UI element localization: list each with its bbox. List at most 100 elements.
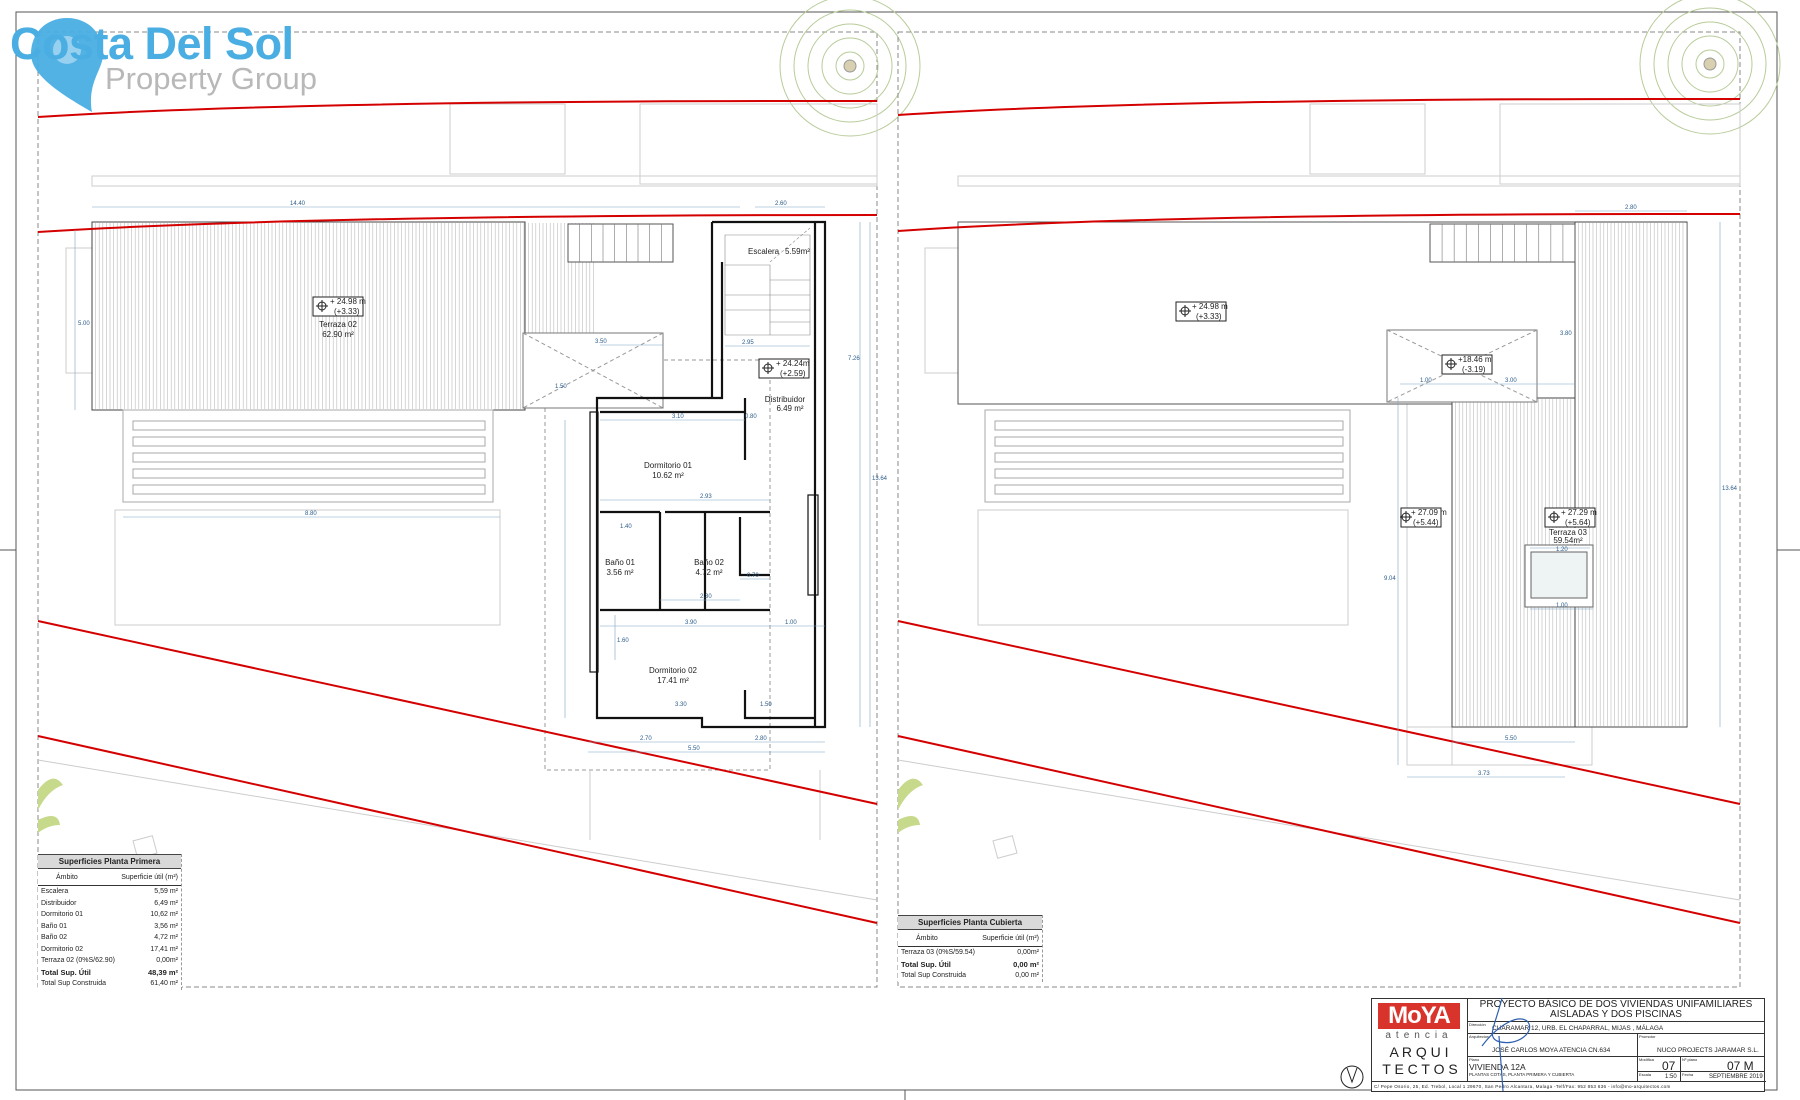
dimension-labels: 14.40 2.60 3.50 1.50 2.95 3.10 0.80 2.30… [78, 201, 888, 752]
table-row: Terraza 03 (0%S/59.54) 0,00m² [898, 947, 1042, 959]
dimension-label: 2.70 [640, 736, 652, 742]
svg-text:5.59m²: 5.59m² [785, 247, 810, 256]
row-name: Baño 02 [41, 934, 68, 941]
tree-icon [1639, 0, 1781, 135]
dimension-label: 1.60 [617, 638, 629, 644]
stair-outside [567, 223, 674, 263]
row-value: 3,56 m² [154, 922, 178, 930]
stair-internal [724, 227, 811, 336]
dimension-label: 3.10 [672, 414, 684, 420]
logo-line-2: Property Group [105, 61, 317, 96]
modification: 07 [1662, 1059, 1676, 1073]
dimension-label: 5.00 [78, 321, 90, 327]
room-label: Baño 024.72 m² [694, 558, 724, 577]
address: CUARAMAR 12, URB. EL CHAPARRAL, MIJAS , … [1492, 1025, 1664, 1032]
dimension-label: 1.00 [1420, 378, 1432, 384]
dimension-label: 3.30 [675, 702, 687, 708]
deck-hatch [1455, 223, 1687, 726]
skylight [1524, 544, 1594, 608]
row-name: Dormitorio 01 [41, 911, 84, 918]
sheet-border [15, 11, 1778, 1091]
dimension-lines [1397, 210, 1721, 778]
row-name: Terraza 03 (0%S/59.54) [901, 949, 975, 956]
level-rel: (+3.33) [1196, 312, 1222, 321]
row-name: Dormitorio 02 [41, 945, 84, 953]
svg-text:Dormitorio 01: Dormitorio 01 [644, 461, 693, 470]
level-abs: + 24.98 m [1192, 302, 1228, 311]
svg-text:Baño 01: Baño 01 [605, 558, 635, 567]
plan-cubierta: + 24.98 m (+3.33) +18.46 m (-3.19) + 27.… [897, 0, 1781, 988]
row-name: Distribuidor [41, 899, 77, 907]
terraza-03-area [1574, 221, 1688, 728]
dimension-label: 0.70 [747, 573, 759, 579]
row-value: 10,62 m² [150, 911, 178, 918]
level-abs: + 24.98 m [330, 297, 366, 306]
level-marker: +18.46 m (-3.19) [1441, 354, 1493, 375]
dimension-label: 1.00 [785, 620, 797, 626]
svg-text:Terraza 03: Terraza 03 [1549, 528, 1587, 537]
dimension-label: 3.73 [1478, 771, 1490, 777]
row-name: Escalera [41, 888, 69, 895]
level-abs: +18.46 m [1458, 355, 1492, 364]
row-value: 0,00m² [1017, 949, 1039, 956]
svg-text:62.90 m²: 62.90 m² [322, 330, 354, 339]
row-value: 6,49 m² [154, 899, 178, 907]
pool [984, 409, 1351, 503]
svg-text:59.54m²: 59.54m² [1553, 536, 1583, 545]
level-rel: (+5.64) [1565, 518, 1591, 527]
level-marker: + 27.09 m (+5.44) [1400, 507, 1447, 528]
room-label: Baño 013.56 m² [605, 558, 635, 577]
dimension-label: 1.00 [1556, 603, 1568, 609]
walls [589, 220, 827, 729]
svg-text:Baño 02: Baño 02 [694, 558, 724, 567]
row-name: Terraza 02 (0%S/62.90) [41, 957, 115, 964]
viewport-frame [897, 31, 1741, 988]
dimension-label: 1.50 [760, 702, 772, 708]
date: SEPTIEMBRE 2019 [1709, 1074, 1763, 1080]
svg-text:Terraza 02: Terraza 02 [319, 320, 357, 329]
stair-steps [1441, 224, 1564, 262]
dimension-label: 3.50 [595, 339, 607, 345]
scale: 1:50 [1665, 1074, 1677, 1080]
plan-primera: + 24.98 m (+3.33) + 24.24m (+2.59) Terra… [37, 0, 921, 988]
level-rel: (+5.44) [1413, 518, 1439, 527]
table-row: Terraza 02 (0%S/62.90)0,00m² [38, 955, 181, 967]
dimension-label: 2.80 [755, 736, 767, 742]
row-value: 17,41 m² [150, 945, 178, 953]
row-name: Baño 01 [41, 922, 68, 930]
col-ambito: Ámbito [56, 874, 78, 881]
dimension-label: 5.50 [1505, 736, 1517, 742]
table-row: Baño 01 3,56 m² [38, 921, 181, 933]
dimension-label: 8.80 [305, 511, 317, 517]
dimension-label: 2.60 [775, 201, 787, 207]
boundary-lines [897, 97, 1741, 924]
project-title: PROYECTO BÁSICO DE DOS VIVIENDAS UNIFAMI… [1468, 1000, 1764, 1022]
plan-number: 07 M [1727, 1059, 1754, 1073]
level-marker: + 24.98 m (+3.33) [1175, 301, 1228, 322]
surface-table-primera: Superficies Planta Primera Ámbito Superfi… [38, 854, 182, 990]
table-title: Superficies Planta Primera [38, 854, 181, 869]
level-rel: (-3.19) [1462, 365, 1486, 374]
col-superficie: Superficie útil (m²) [121, 874, 178, 881]
level-marker: + 24.98 m (+3.33) [312, 296, 366, 317]
table-row: Dormitorio 02 17,41 m² [38, 944, 181, 956]
dimension-label: 1.50 [555, 384, 567, 390]
svg-text:Distribuidor: Distribuidor [765, 395, 806, 404]
dimension-label: 2.80 [1625, 205, 1637, 211]
stair-steps [579, 224, 662, 262]
title-block: MoYA atencia A R Q U I T E C T O S PROYE… [1371, 997, 1766, 1092]
level-marker: + 24.24m (+2.59) [758, 358, 810, 379]
architect: JOSÉ CARLOS MOYA ATENCIA CN.634 [1492, 1047, 1611, 1054]
boundary-lines [37, 99, 878, 924]
